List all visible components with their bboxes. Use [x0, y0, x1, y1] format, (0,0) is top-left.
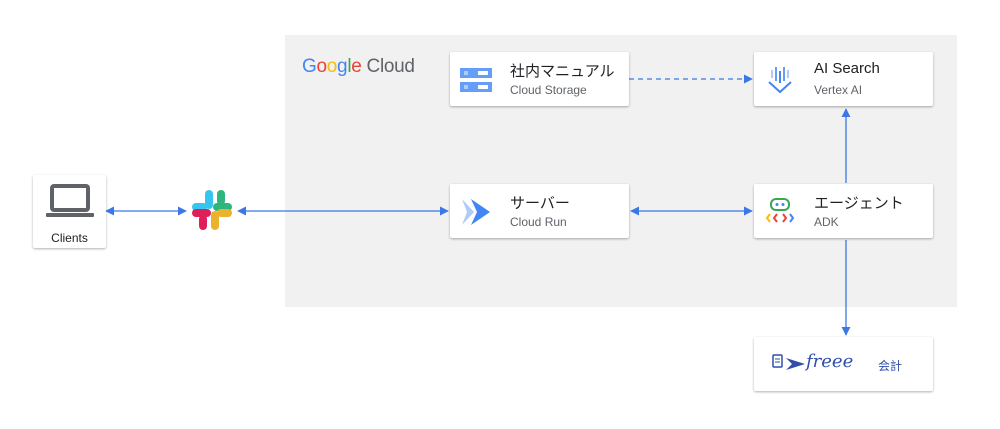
ai-search-node: AI Search Vertex AI: [754, 52, 933, 106]
cloud-run-icon: [458, 196, 494, 228]
clients-node: Clients: [33, 175, 106, 248]
freee-logo-icon: [772, 352, 806, 376]
cloud-storage-icon: [458, 64, 494, 96]
laptop-icon: [44, 183, 96, 221]
agent-title: エージェント: [814, 195, 904, 212]
server-title: サーバー: [510, 195, 570, 212]
freee-brand: freee: [806, 351, 854, 372]
server-subtitle: Cloud Run: [510, 215, 567, 229]
cloud-storage-node: 社内マニュアル Cloud Storage: [450, 52, 629, 106]
search-title: AI Search: [814, 60, 880, 77]
freee-node: freee 会計: [754, 337, 933, 391]
vertex-ai-search-icon: [762, 64, 798, 96]
cloud-run-node: サーバー Cloud Run: [450, 184, 629, 238]
storage-subtitle: Cloud Storage: [510, 83, 587, 97]
clients-label: Clients: [51, 231, 88, 245]
google-wordmark: Google: [302, 56, 362, 77]
adk-agent-icon: [762, 196, 798, 228]
adk-agent-node: エージェント ADK: [754, 184, 933, 238]
freee-suffix: 会計: [878, 359, 903, 373]
agent-subtitle: ADK: [814, 215, 839, 229]
search-subtitle: Vertex AI: [814, 83, 863, 97]
cloud-wordmark: Cloud: [366, 56, 415, 77]
slack-icon: [188, 186, 236, 234]
storage-title: 社内マニュアル: [510, 63, 615, 80]
